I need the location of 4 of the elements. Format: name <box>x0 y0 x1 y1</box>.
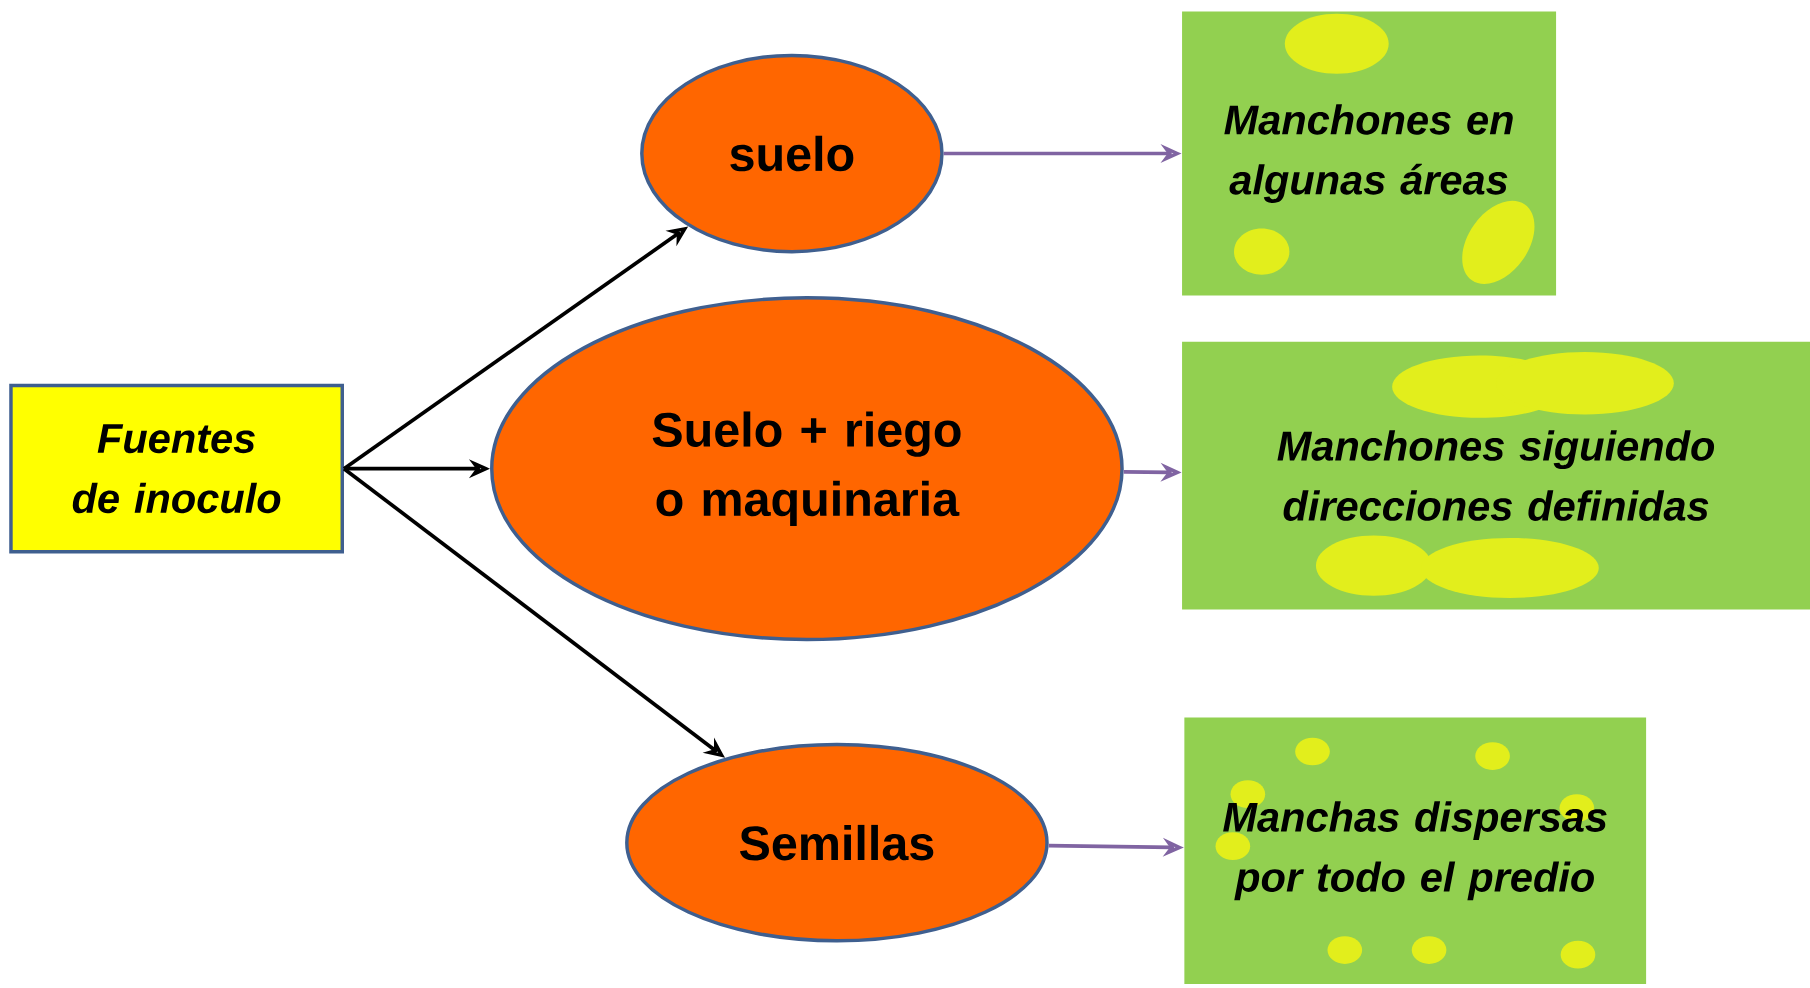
field-box: Manchones siguiendo direcciones definidas <box>1182 341 1810 610</box>
text-box: Fuentes de inoculo <box>9 383 344 554</box>
field-box: Manchas dispersas por todo el predio <box>1184 717 1647 985</box>
field-box: Manchones en algunas áreas <box>1182 11 1557 296</box>
